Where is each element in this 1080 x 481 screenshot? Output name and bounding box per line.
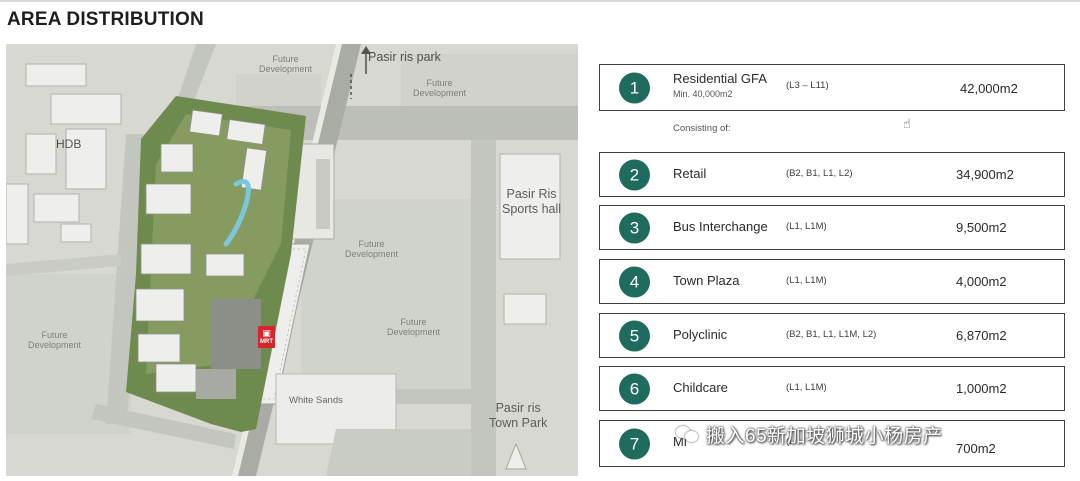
area-row-childcare: 6 Childcare (L1, L1M) 1,000m2 <box>599 366 1065 411</box>
page-title: AREA DISTRIBUTION <box>7 9 204 30</box>
row-name: Childcare <box>673 380 728 395</box>
area-row-bus-interchange: 3 Bus Interchange (L1, L1M) 9,500m2 <box>599 205 1065 250</box>
row-number-badge: 1 <box>619 72 650 103</box>
mrt-label: MRT <box>260 339 273 345</box>
label-town-park: Pasir ris Town Park <box>489 401 548 430</box>
row-levels: (L1, L1M) <box>786 275 827 286</box>
label-future-development-left: Future Development <box>28 330 82 350</box>
row-name: Residential GFA <box>673 71 767 86</box>
row-number-badge: 5 <box>619 320 650 351</box>
row-area: 9,500m2 <box>956 220 1007 235</box>
row-area: 34,900m2 <box>956 167 1014 182</box>
label-sports-hall: Pasir Ris Sports hall <box>502 187 562 216</box>
label-white-sands: White Sands <box>289 395 343 406</box>
label-future-development-center-right: Future Development <box>387 317 441 337</box>
top-rule <box>0 0 1080 2</box>
label-future-development-top-right: Future Development <box>413 78 467 98</box>
hand-cursor-icon: ☝ <box>903 116 911 131</box>
consisting-of-label: Consisting of: <box>673 123 731 134</box>
row-levels: (L1, L1M) <box>786 221 827 232</box>
row-name: Town Plaza <box>673 273 740 288</box>
row-sub-note: Min. 40,000m2 <box>673 89 733 99</box>
site-map: Future Development Future Development Fu… <box>6 44 578 476</box>
row-levels: (L1, L1M) <box>786 382 827 393</box>
wechat-icon <box>676 424 700 444</box>
mrt-badge: ▣ MRT <box>258 326 275 348</box>
row-levels: (L3 – L11) <box>786 80 829 91</box>
row-number-badge: 3 <box>619 212 650 243</box>
row-area: 1,000m2 <box>956 381 1007 396</box>
row-levels: (L <box>786 436 795 447</box>
row-number-badge: 6 <box>619 373 650 404</box>
label-future-development-center: Future Development <box>345 239 399 259</box>
row-name: Bus Interchange <box>673 219 768 234</box>
watermark-text: 搬入65新加坡狮城小杨房产 <box>706 425 943 447</box>
row-name: Polyclinic <box>673 327 728 342</box>
row-area: 6,870m2 <box>956 328 1007 343</box>
row-area: 700m2 <box>956 441 996 456</box>
row-number-badge: 2 <box>619 159 650 190</box>
train-icon: ▣ <box>262 328 271 338</box>
row-area: 4,000m2 <box>956 274 1007 289</box>
label-future-development-top: Future Development <box>259 54 313 74</box>
row-name: Retail <box>673 166 707 181</box>
area-row-residential: 1 Residential GFA Min. 40,000m2 (L3 – L1… <box>599 64 1065 111</box>
label-pasir-ris-park: Pasir ris park <box>368 50 441 64</box>
watermark: 搬入65新加坡狮城小杨房产 <box>676 420 943 448</box>
row-area: 42,000m2 <box>960 81 1018 96</box>
row-number-badge: 7 <box>619 428 650 459</box>
site-map-drawing <box>6 44 578 476</box>
area-row-retail: 2 Retail (B2, B1, L1, L2) 34,900m2 <box>599 152 1065 197</box>
row-levels: (B2, B1, L1, L2) <box>786 168 853 179</box>
area-row-town-plaza: 4 Town Plaza (L1, L1M) 4,000m2 <box>599 259 1065 304</box>
row-levels: (B2, B1, L1, L1M, L2) <box>786 329 877 340</box>
label-hdb: HDB <box>56 137 82 151</box>
area-row-polyclinic: 5 Polyclinic (B2, B1, L1, L1M, L2) 6,870… <box>599 313 1065 358</box>
row-number-badge: 4 <box>619 266 650 297</box>
